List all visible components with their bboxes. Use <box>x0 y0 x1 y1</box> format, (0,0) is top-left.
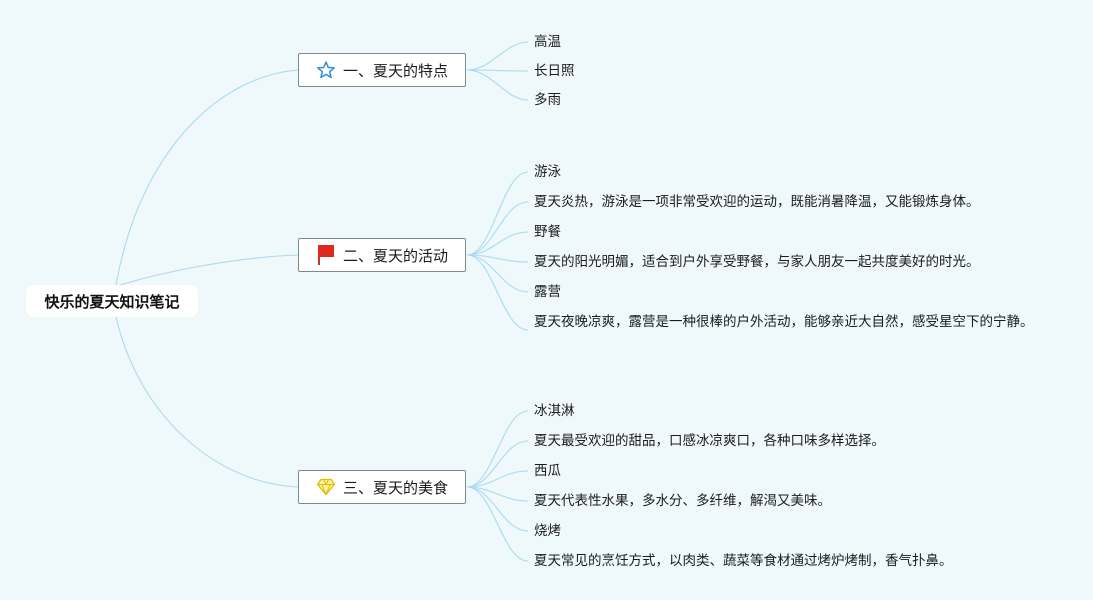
leaf-item[interactable]: 游泳 <box>534 164 561 180</box>
root-link-1 <box>115 69 299 286</box>
leaf-item[interactable]: 露营 <box>534 284 561 300</box>
branch-node-features[interactable]: 一、夏天的特点 <box>298 53 466 87</box>
leaf-item[interactable]: 夏天炎热，游泳是一项非常受欢迎的运动，既能消暑降温，又能锻炼身体。 <box>534 194 980 210</box>
leaf-item[interactable]: 西瓜 <box>534 463 561 479</box>
branch-node-activities[interactable]: 二、夏天的活动 <box>298 238 466 272</box>
leaf-item[interactable]: 夏天代表性水果，多水分、多纤维，解渴又美味。 <box>534 493 831 509</box>
root-node[interactable]: 快乐的夏天知识笔记 <box>26 285 198 317</box>
root-link-2 <box>119 254 299 286</box>
leaf-item[interactable]: 烧烤 <box>534 523 561 539</box>
leaf-item[interactable]: 野餐 <box>534 224 561 240</box>
diamond-icon <box>315 476 337 498</box>
leaf-item[interactable]: 夏天的阳光明媚，适合到户外享受野餐，与家人朋友一起共度美好的时光。 <box>534 254 980 270</box>
star-icon <box>315 59 337 81</box>
branch-label: 三、夏天的美食 <box>343 478 449 497</box>
leaf-item[interactable]: 多雨 <box>534 92 561 108</box>
leaf-item[interactable]: 夏天常见的烹饪方式，以肉类、蔬菜等食材通过烤炉烤制，香气扑鼻。 <box>534 553 953 569</box>
branch-label: 二、夏天的活动 <box>343 246 449 265</box>
leaf-item[interactable]: 夏天最受欢迎的甜品，口感冰凉爽口，各种口味多样选择。 <box>534 433 885 449</box>
leaf-item[interactable]: 夏天夜晚凉爽，露营是一种很棒的户外活动，能够亲近大自然，感受星空下的宁静。 <box>534 314 1034 330</box>
red-flag-icon <box>315 244 337 266</box>
leaf-item[interactable]: 高温 <box>534 34 561 50</box>
leaf-item[interactable]: 长日照 <box>534 63 575 79</box>
leaf-item[interactable]: 冰淇淋 <box>534 403 575 419</box>
branch-node-food[interactable]: 三、夏天的美食 <box>298 470 466 504</box>
root-link-3 <box>115 316 299 488</box>
root-label: 快乐的夏天知识笔记 <box>44 292 180 311</box>
branch-label: 一、夏天的特点 <box>343 61 449 80</box>
